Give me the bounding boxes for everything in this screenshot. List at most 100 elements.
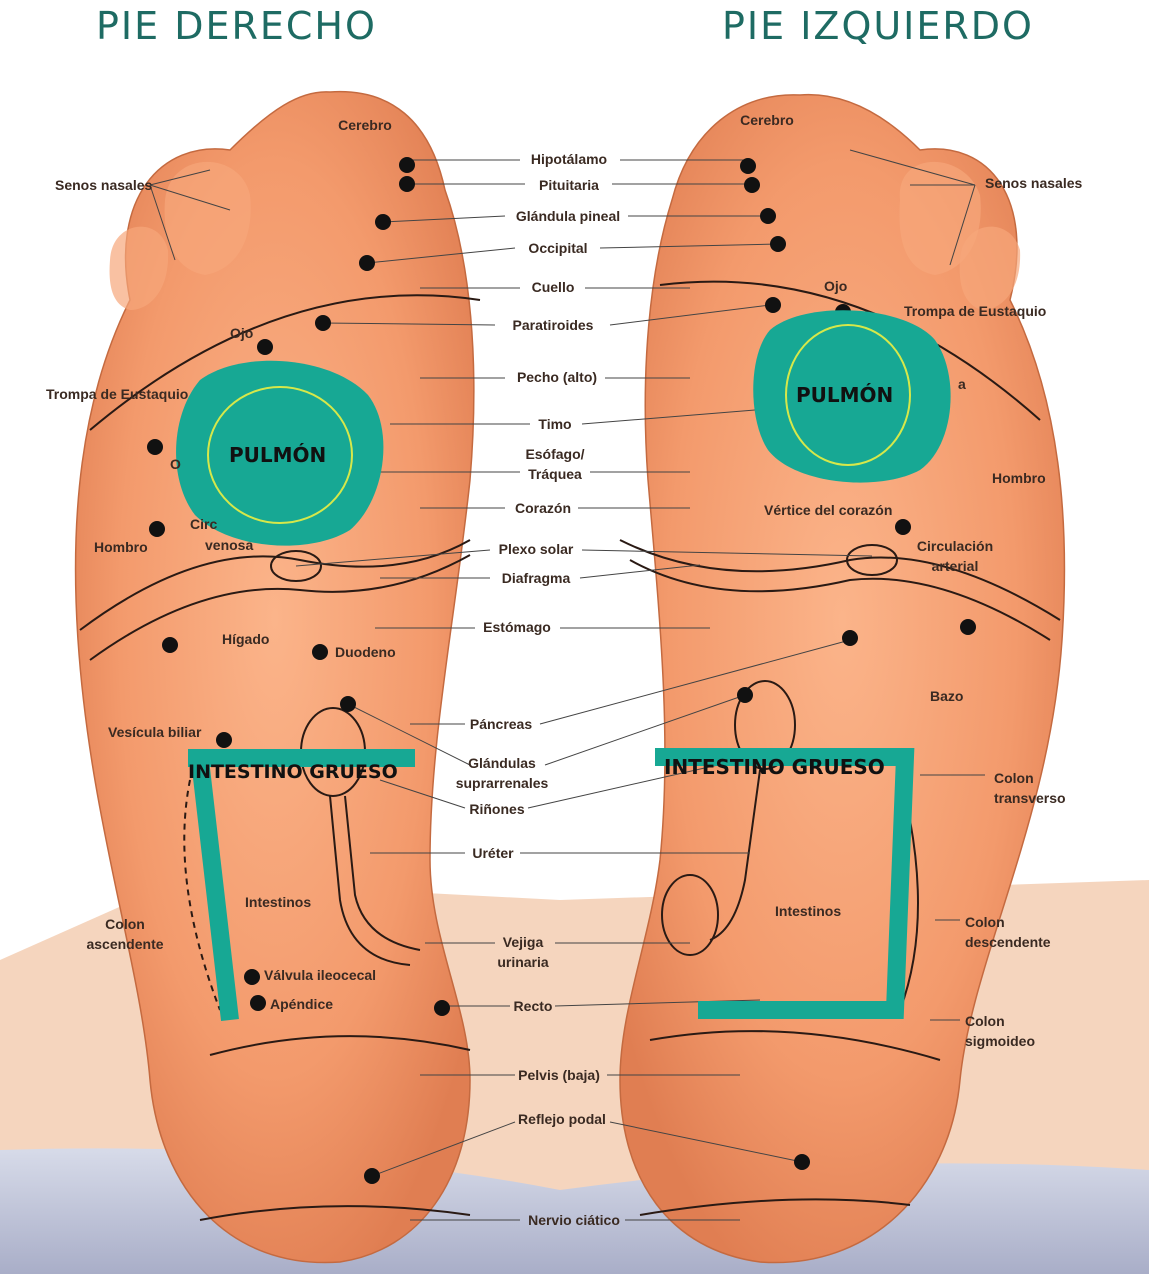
right-sciatic-line xyxy=(199,1205,471,1221)
reflex-point xyxy=(359,255,375,271)
reflex-point xyxy=(216,732,232,748)
reflex-point xyxy=(399,176,415,192)
reflex-point xyxy=(737,687,753,703)
reflex-point xyxy=(375,214,391,230)
intestino-right-bracket xyxy=(188,749,415,1022)
reflex-point xyxy=(162,637,178,653)
right-foot-organ-label: Intestinos xyxy=(245,894,312,910)
reflex-point xyxy=(744,177,760,193)
left-kidney xyxy=(734,680,796,770)
reflex-point xyxy=(250,995,266,1011)
reflex-point xyxy=(364,1168,380,1184)
center-organ-label: Hipotálamo xyxy=(530,151,608,167)
left-solar-plexus xyxy=(846,544,898,576)
center-organ-label: Estómago xyxy=(483,619,551,635)
center-organ-label: Reflejo podal xyxy=(518,1111,606,1127)
left-foot-organ-label: Vértice del corazón xyxy=(764,502,893,518)
right-colon-dash xyxy=(183,779,221,1011)
center-organ-label: Esófago/Tráquea xyxy=(525,446,585,482)
right-ball-line xyxy=(89,294,481,431)
left-bladder xyxy=(661,874,719,956)
right-foot-organ-label: venosa xyxy=(205,537,254,553)
reflex-points xyxy=(147,157,976,1184)
right-foot-organ-label: Senos nasales xyxy=(55,177,153,193)
left-foot-sole xyxy=(619,93,1066,1264)
center-organ-label: Riñones xyxy=(469,801,525,817)
center-organ-label: Plexo solar xyxy=(498,541,574,557)
right-foot xyxy=(74,90,481,1264)
annotations xyxy=(176,310,951,1022)
pulmon-left-label: PULMÓN xyxy=(796,383,894,407)
left-foot-organ-label: Cerebro xyxy=(740,112,794,128)
reflex-point xyxy=(770,236,786,252)
left-ureter xyxy=(709,769,761,941)
pulmon-right-label: PULMÓN xyxy=(229,443,327,467)
intestino-left-label: INTESTINO GRUESO xyxy=(664,755,885,779)
center-organ-label: Pecho (alto) xyxy=(516,369,598,385)
left-sciatic-line xyxy=(639,1198,911,1216)
pulmon-right-ring xyxy=(207,386,353,524)
center-organ-label: Pituitaria xyxy=(539,177,599,193)
pulmon-left-blob xyxy=(753,310,951,483)
right-heel-line xyxy=(209,1035,471,1056)
center-organ-label: Glándula pineal xyxy=(515,208,621,224)
right-foot-organ-label: Hombro xyxy=(94,539,148,555)
reflex-point xyxy=(895,519,911,535)
right-foot-organ-label: Circ xyxy=(190,516,218,532)
reflex-point xyxy=(315,315,331,331)
right-toe xyxy=(164,161,251,275)
title-left-foot: PIE IZQUIERDO xyxy=(722,4,1034,48)
pulmon-left-ring xyxy=(785,324,911,466)
reflex-point xyxy=(794,1154,810,1170)
center-organ-label: Nervio ciático xyxy=(528,1212,620,1228)
right-foot-organ-label: Hígado xyxy=(222,631,270,647)
right-ureter xyxy=(329,795,411,966)
right-foot-organ-label: O xyxy=(170,456,181,472)
right-foot-organ-label: Cerebro xyxy=(338,117,392,133)
left-foot-organ-label: Intestinos xyxy=(775,903,842,919)
reflex-point xyxy=(340,696,356,712)
right-foot-organ-label: Duodeno xyxy=(335,644,396,660)
center-organ-label: Recto xyxy=(513,998,553,1014)
center-organ-label: Paratiroides xyxy=(512,317,594,333)
reflex-point xyxy=(434,1000,450,1016)
right-solar-plexus xyxy=(270,550,322,582)
right-ureter-2 xyxy=(344,795,421,951)
center-organ-label: Páncreas xyxy=(469,716,533,732)
reflex-point xyxy=(399,157,415,173)
left-foot-organ-label: Hombro xyxy=(992,470,1046,486)
left-foot-organ-label: Trompa de Eustaquio xyxy=(904,303,1047,319)
left-colon-line xyxy=(899,819,919,1011)
center-organ-label: Cuello xyxy=(531,279,575,295)
center-organ-label: Uréter xyxy=(472,845,514,861)
reflex-point xyxy=(765,297,781,313)
right-foot-sole xyxy=(74,90,475,1264)
left-toe xyxy=(899,161,981,275)
left-ball-line xyxy=(659,280,1041,421)
reflex-point xyxy=(842,630,858,646)
reflex-point xyxy=(740,158,756,174)
intestino-right-label: INTESTINO GRUESO xyxy=(188,761,398,783)
right-foot-organ-label: Apéndice xyxy=(270,996,334,1012)
reflex-point xyxy=(960,619,976,635)
left-heel-line xyxy=(649,1030,941,1061)
left-foot-organ-label: Bazo xyxy=(930,688,964,704)
right-foot-organ-label: Ojo xyxy=(230,325,254,341)
reflex-point xyxy=(147,439,163,455)
center-organ-label: Corazón xyxy=(515,500,571,516)
reflex-point xyxy=(244,969,260,985)
left-toe xyxy=(959,226,1021,310)
intestino-left-bracket xyxy=(655,748,915,1019)
center-organ-label: Timo xyxy=(538,416,572,432)
left-diaphragm-line xyxy=(619,539,1061,621)
left-diaphragm-line-2 xyxy=(629,559,1051,641)
